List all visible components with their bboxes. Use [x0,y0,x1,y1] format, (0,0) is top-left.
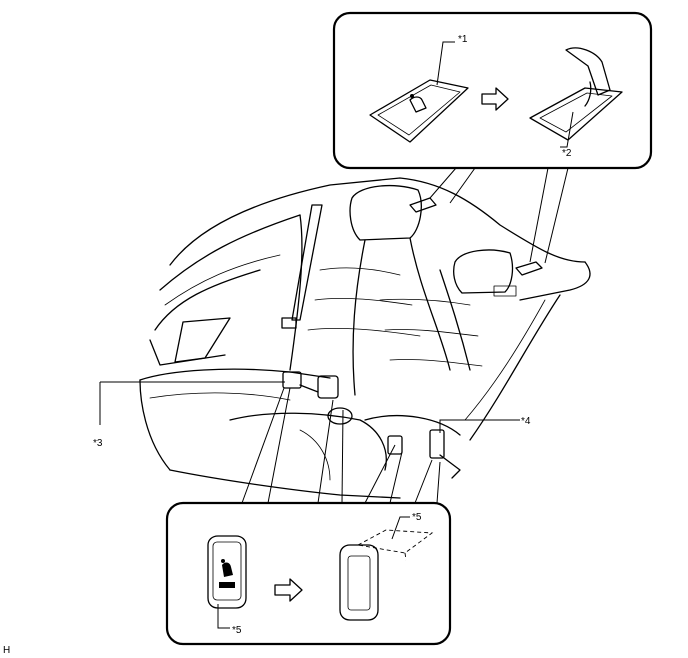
isofix-icon [207,535,247,609]
arrow-right-icon [274,578,303,602]
closed-cover-illustration [369,79,469,143]
callout-label-2: *2 [562,148,572,159]
rear-seat-illustration [139,177,591,499]
open-socket-illustration [339,529,434,621]
figure-code: H [3,645,10,656]
arrow-right-icon [481,87,509,111]
callout-label-4: *4 [521,416,531,427]
top-callout-box: *1 *2 [332,11,653,264]
open-cover-illustration [529,47,623,141]
callout-label-5-bottom: *5 [232,625,242,636]
callout-label-3: *3 [93,438,103,449]
side-callouts: *3 *4 [93,381,531,449]
child-seat-icon [409,94,427,113]
bottom-callout-box: *5 *5 [165,387,452,646]
callout-label-5-top: *5 [412,512,422,523]
callout-label-1: *1 [458,34,468,45]
